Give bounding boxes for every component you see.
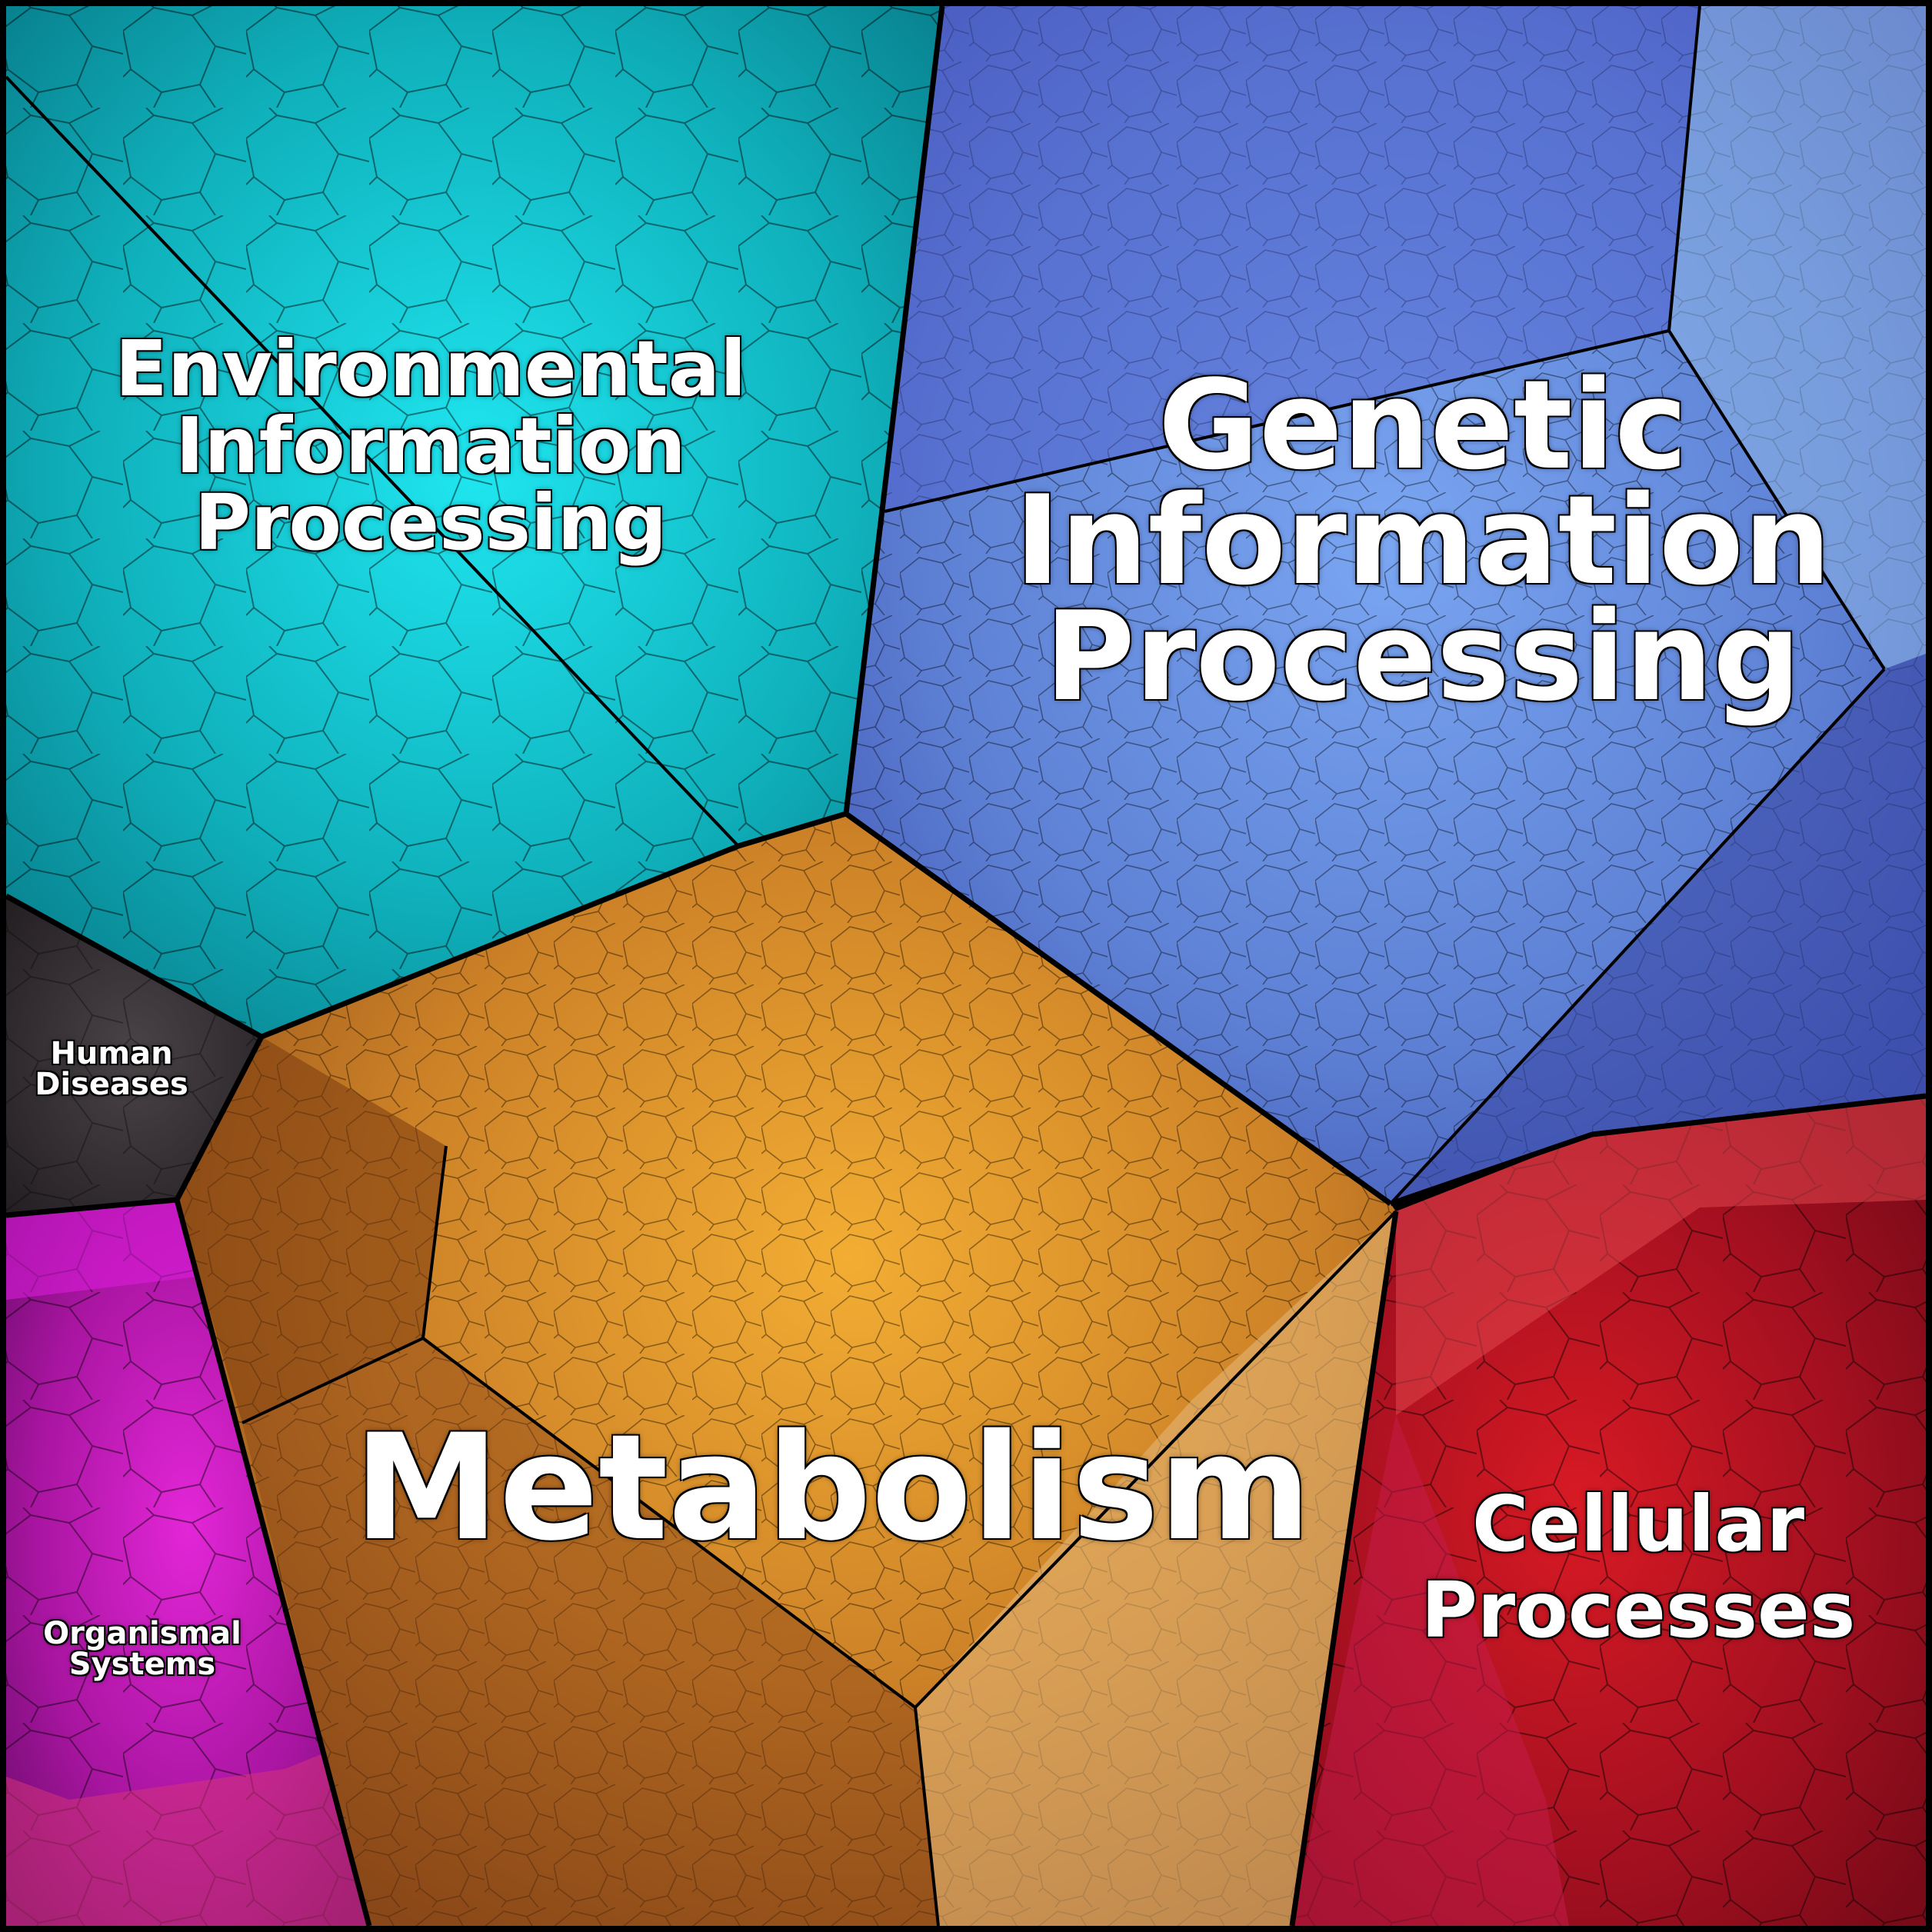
label-organismal-systems: Organismal Systems — [43, 1616, 242, 1682]
label-environmental-information-processing: Environmental Information Processing — [115, 324, 747, 568]
label-cellular-processes: Cellular Processes — [1421, 1479, 1856, 1655]
region-human-diseases — [6, 896, 261, 1215]
region-organismal — [6, 1200, 369, 1926]
label-human-diseases: Human Diseases — [35, 1036, 188, 1102]
region-cellular — [1292, 1096, 1926, 1926]
region-metabolism — [177, 814, 1397, 1927]
label-genetic-information-processing: Genetic Information Processing — [1014, 353, 1831, 728]
label-metabolism: Metabolism — [354, 1403, 1311, 1573]
region-boundaries — [5, 5, 1927, 1927]
region-genetic — [846, 5, 1926, 1205]
region-environmental — [5, 6, 942, 1037]
